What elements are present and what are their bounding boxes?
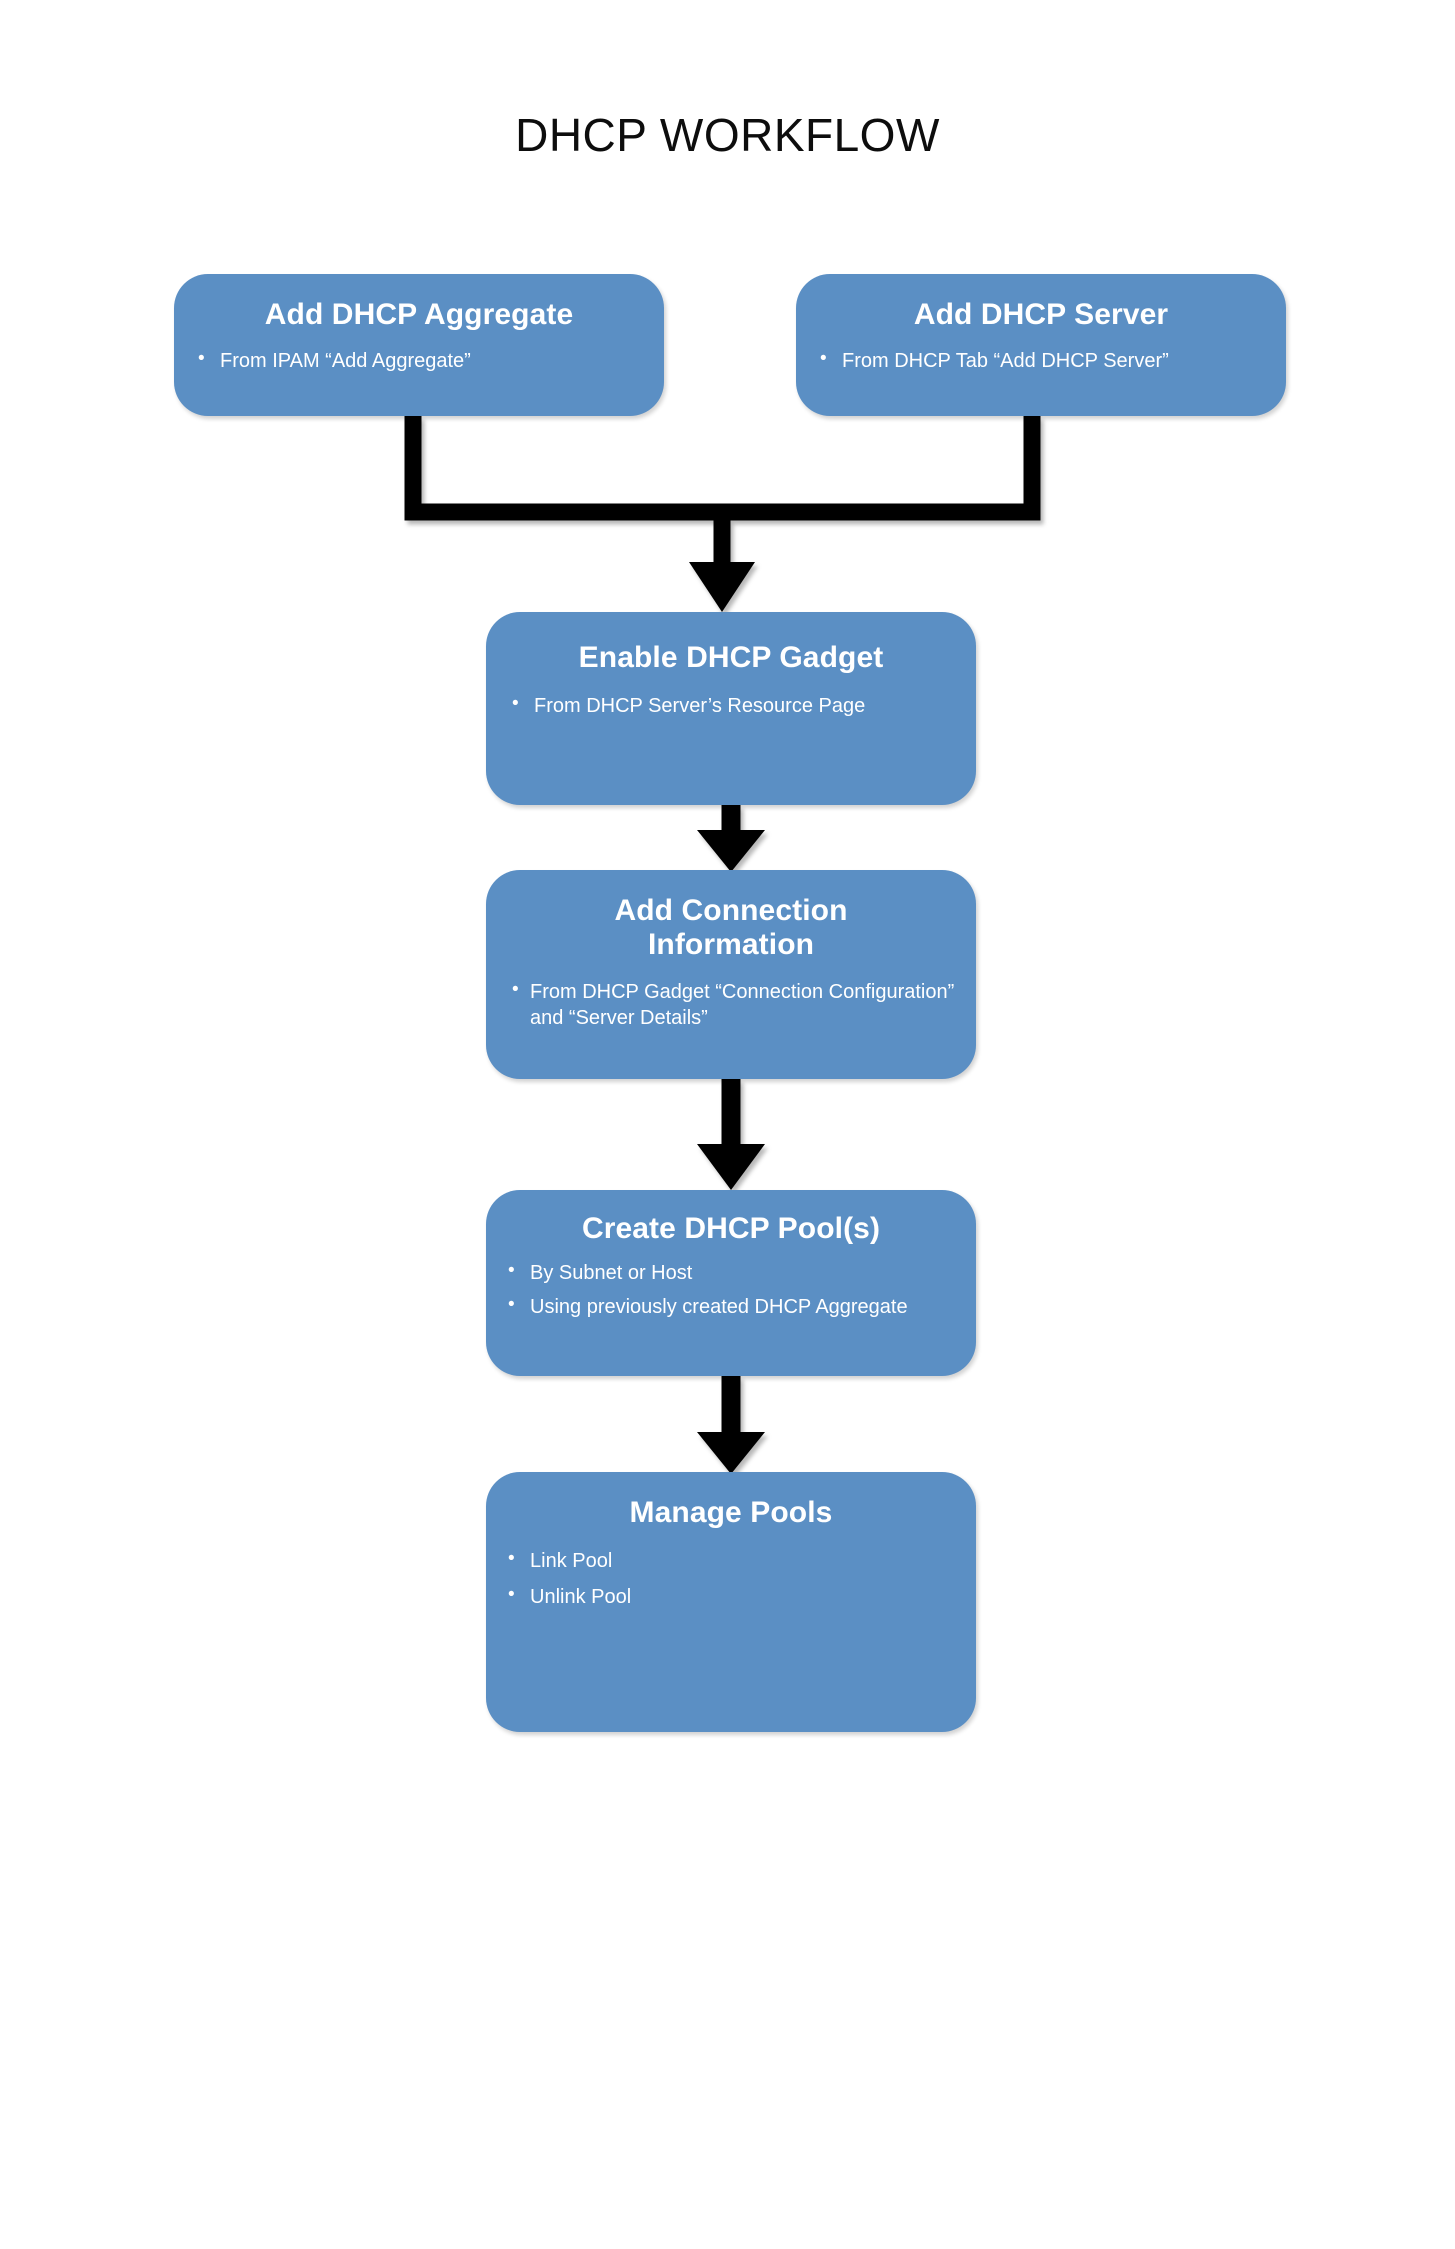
flow-node-add-dhcp-aggregate[interactable]: Add DHCP Aggregate From IPAM “Add Aggreg… [174,274,664,416]
edge-add-connection-to-create-pools [697,1079,765,1190]
flow-node-add-dhcp-server[interactable]: Add DHCP Server From DHCP Tab “Add DHCP … [796,274,1286,416]
node-bullet-list: Link Pool Unlink Pool [504,1547,976,1610]
edge-enable-gadget-to-add-connection [697,805,765,872]
node-bullet-list: From DHCP Gadget “Connection Configurati… [508,978,976,1031]
list-item: By Subnet or Host [504,1259,976,1286]
flow-node-enable-dhcp-gadget[interactable]: Enable DHCP Gadget From DHCP Server’s Re… [486,612,976,805]
node-title: Create DHCP Pool(s) [581,1212,881,1245]
list-item: Unlink Pool [504,1583,976,1610]
node-title: Add DHCP Server [913,298,1169,331]
list-item: From DHCP Tab “Add DHCP Server” [816,347,1286,374]
node-title: Add Connection Information [486,894,976,961]
flow-node-create-dhcp-pools[interactable]: Create DHCP Pool(s) By Subnet or Host Us… [486,1190,976,1376]
edge-create-pools-to-manage-pools [697,1376,765,1474]
flow-node-manage-pools[interactable]: Manage Pools Link Pool Unlink Pool [486,1472,976,1732]
node-title: Add DHCP Aggregate [264,298,574,331]
node-bullet-list: From DHCP Tab “Add DHCP Server” [816,347,1286,374]
flow-node-add-connection-information[interactable]: Add Connection Information From DHCP Gad… [486,870,976,1079]
node-bullet-list: From IPAM “Add Aggregate” [194,347,664,374]
node-title: Manage Pools [629,1496,833,1529]
node-title-line-1: Add Connection [614,894,848,927]
list-item: From DHCP Server’s Resource Page [508,692,976,719]
list-item: Using previously created DHCP Aggregate [504,1293,976,1320]
list-item: From IPAM “Add Aggregate” [194,347,664,374]
node-bullet-list: From DHCP Server’s Resource Page [508,692,976,719]
edge-merge-to-enable-gadget [404,416,1041,612]
node-bullet-list: By Subnet or Host Using previously creat… [504,1259,976,1320]
page-title: DHCP WORKFLOW [515,109,940,161]
node-title: Enable DHCP Gadget [578,641,884,674]
list-item: From DHCP Gadget “Connection Configurati… [508,978,976,1031]
list-item: Link Pool [504,1547,976,1574]
node-title-line-2: Information [647,927,815,961]
